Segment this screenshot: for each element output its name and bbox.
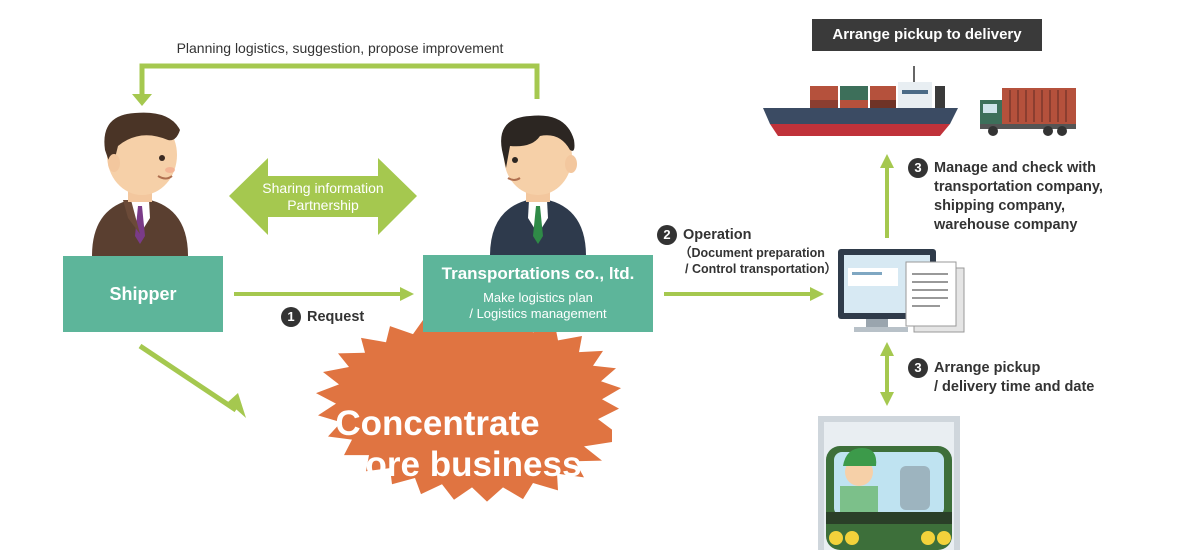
operation-sub-1: （Document preparation xyxy=(679,246,825,260)
request-step: 1 Request xyxy=(281,307,364,327)
planning-arrow xyxy=(132,63,540,106)
transport-sub-2: / Logistics management xyxy=(469,306,607,321)
step-number: 3 xyxy=(908,158,928,178)
transport-sub-1: Make logistics plan xyxy=(483,290,593,305)
shipper-box: Shipper xyxy=(63,256,223,332)
sharing-label: Sharing information Partnership xyxy=(230,180,416,214)
transport-title: Transportations co., ltd. xyxy=(441,264,635,283)
operation-sub-2: / Control transportation） xyxy=(685,262,838,276)
truck-driver-icon xyxy=(818,416,960,550)
cargo-ship-icon xyxy=(763,66,958,136)
arrange-line-2: / delivery time and date xyxy=(934,379,1095,395)
manage-arrow xyxy=(880,154,894,238)
core-business-text: Concentrate on core business xyxy=(260,403,615,485)
core-business-burst xyxy=(316,314,621,502)
sharing-line-1: Sharing information xyxy=(262,180,384,196)
transport-company-box: Transportations co., ltd. Make logistics… xyxy=(423,255,653,332)
arrange-double-arrow xyxy=(880,342,894,406)
planning-label: Planning logistics, suggestion, propose … xyxy=(176,40,504,56)
sharing-double-arrow xyxy=(229,158,417,235)
core-line-1: Concentrate xyxy=(335,404,540,443)
request-label: Request xyxy=(307,308,365,325)
operation-step: 2 Operation （Document preparation / Contr… xyxy=(657,225,837,277)
arrange-pickup-title: Arrange pickup to delivery xyxy=(812,19,1042,51)
step-number: 3 xyxy=(908,358,928,378)
arrange-line-1: Arrange pickup xyxy=(934,359,1041,376)
step-number: 1 xyxy=(281,307,301,327)
arrange-step: 3 Arrange pickup / delivery time and date xyxy=(908,358,1094,397)
sharing-line-2: Partnership xyxy=(287,197,359,213)
operation-arrow xyxy=(664,287,824,301)
manage-line-4: warehouse company xyxy=(934,217,1078,233)
computer-documents-icon xyxy=(838,249,965,333)
core-line-2: on core business xyxy=(293,445,582,484)
manage-line-1: Manage and check with xyxy=(934,159,1096,176)
core-arrow xyxy=(138,343,246,418)
manage-step: 3 Manage and check with transportation co… xyxy=(908,158,1103,235)
request-arrow xyxy=(234,287,414,301)
shipper-person-icon xyxy=(92,112,188,256)
manage-line-3: shipping company, xyxy=(934,198,1066,214)
transport-person-icon xyxy=(490,115,586,256)
manage-line-2: transportation company, xyxy=(934,179,1103,195)
container-truck-icon xyxy=(980,88,1076,136)
step-number: 2 xyxy=(657,225,677,245)
shipper-label: Shipper xyxy=(109,284,177,304)
operation-label: Operation xyxy=(683,226,752,243)
